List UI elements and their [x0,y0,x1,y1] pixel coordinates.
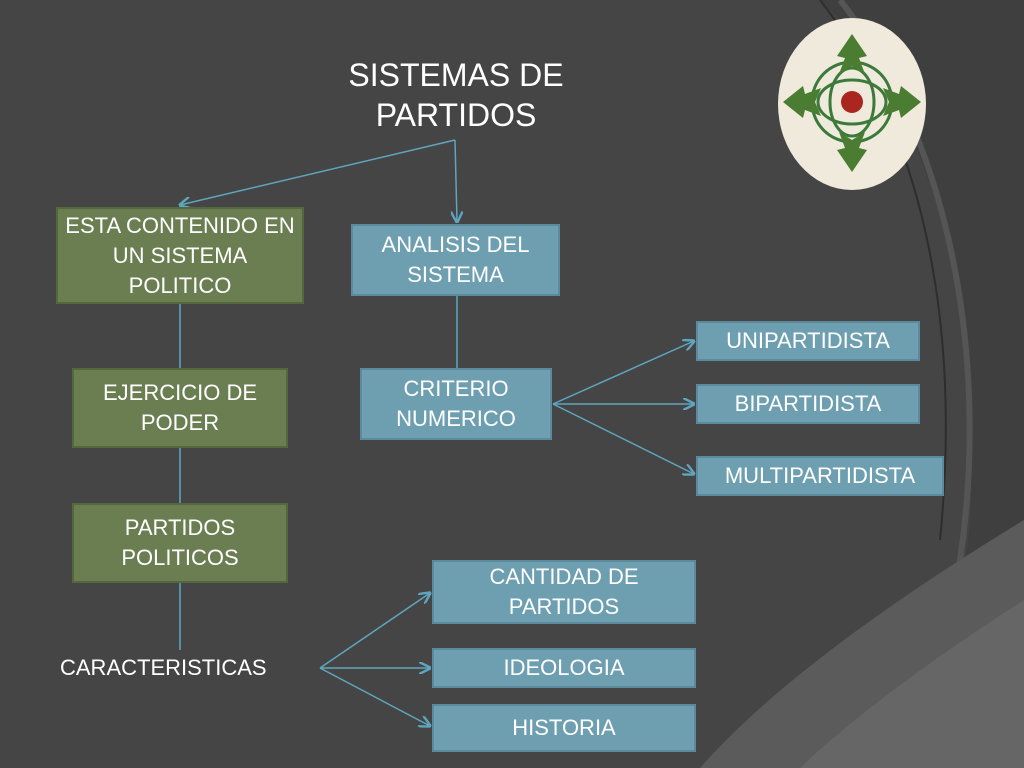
node-esta-contenido: ESTA CONTENIDO EN UN SISTEMA POLITICO [56,207,304,304]
node-ideologia: IDEOLOGIA [432,648,696,688]
node-unipartidista: UNIPARTIDISTA [696,321,920,361]
leaf-wreath-logo-icon [778,18,926,190]
node-partidos-politicos: PARTIDOS POLITICOS [72,503,288,583]
node-bipartidista: BIPARTIDISTA [696,384,920,424]
node-ejercicio-de-poder: EJERCICIO DE PODER [72,368,288,448]
node-multipartidista: MULTIPARTIDISTA [696,456,944,496]
node-historia: HISTORIA [432,704,696,752]
node-caracteristicas: CARACTERISTICAS [60,655,267,680]
node-cantidad-de-partidos: CANTIDAD DE PARTIDOS [432,560,696,624]
node-analisis-del-sistema: ANALISIS DEL SISTEMA [351,224,560,296]
node-criterio-numerico: CRITERIO NUMERICO [360,368,552,440]
diagram-title: SISTEMAS DE PARTIDOS [348,57,564,133]
